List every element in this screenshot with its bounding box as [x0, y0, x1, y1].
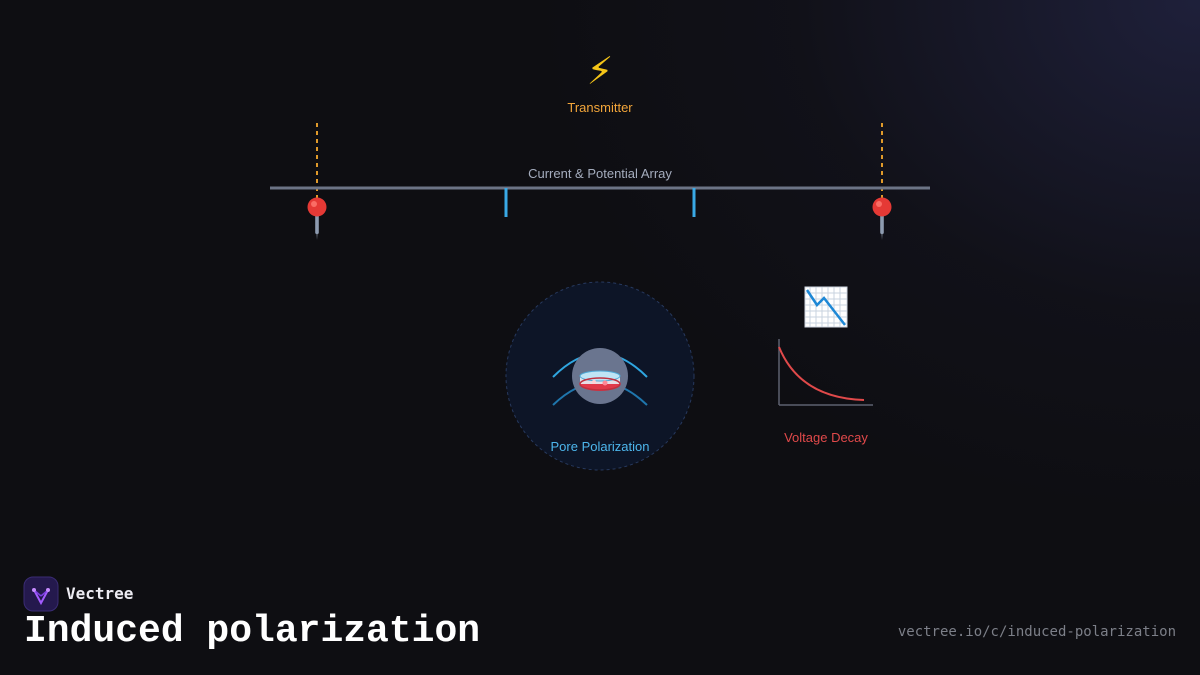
brand-name: Vectree — [66, 584, 134, 603]
lightning-bolt-icon: ⚡ — [586, 51, 614, 93]
decay-curve — [778, 346, 865, 401]
transmitter-label: Transmitter — [567, 100, 633, 115]
voltage-decay-label: Voltage Decay — [784, 430, 868, 445]
vectree-logo-icon — [23, 576, 59, 612]
pushpin-icon — [307, 197, 327, 240]
array-label: Current & Potential Array — [528, 166, 672, 181]
page-title: Induced polarization — [24, 610, 481, 653]
page-url[interactable]: vectree.io/c/induced-polarization — [897, 624, 1176, 640]
chart-decreasing-icon — [804, 286, 848, 328]
pore-polarization-label: Pore Polarization — [550, 439, 650, 454]
pushpin-icon — [872, 197, 892, 240]
petri-dish-icon — [579, 370, 621, 391]
